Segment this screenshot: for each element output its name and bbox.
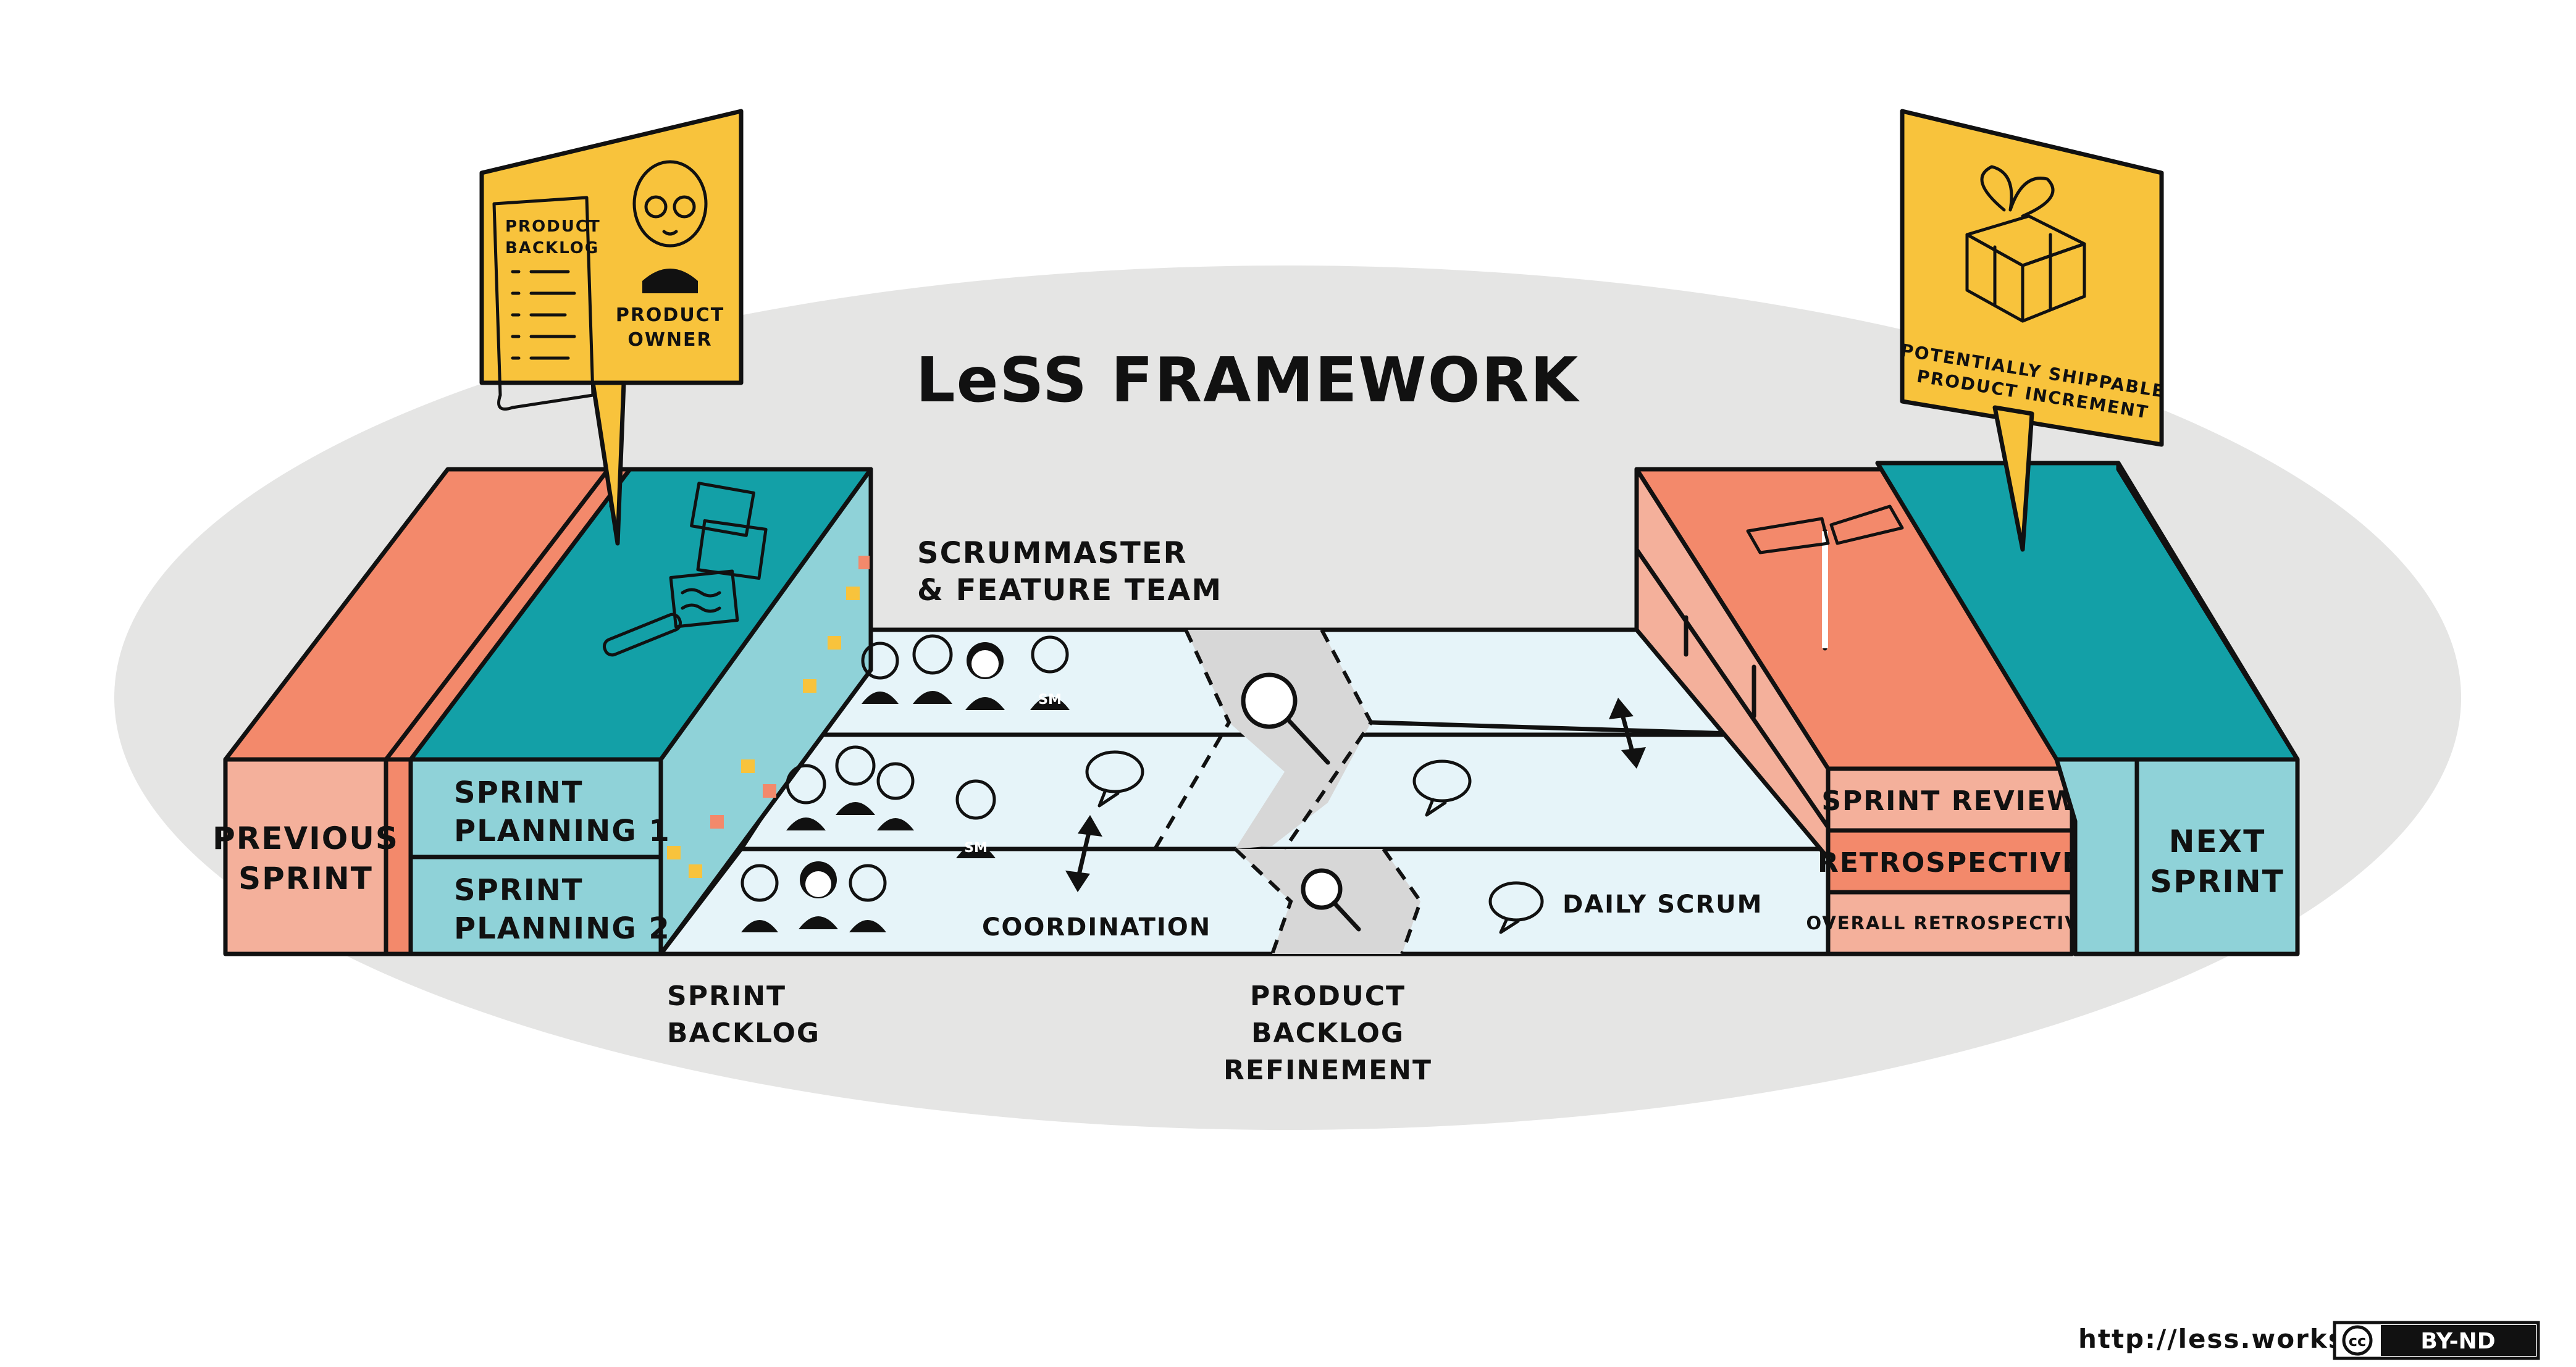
product-owner-sign: PRODUCT BACKLOG PRODUCT OWNER [479,109,744,546]
feature-team-1-icon: SM [861,634,1070,710]
scrummaster-team-label-1: SCRUMMASTER [917,536,1187,571]
magnifier-icon [1301,868,1361,932]
previous-sprint-label-2: SPRINT [238,861,373,897]
papers-and-pen-icon [602,482,768,657]
coordination-label: COORDINATION [982,913,1211,942]
next-sprint-label-1: NEXT [2169,824,2266,859]
sm-badge-1: SM [1038,692,1062,708]
product-backlog-doc-label-1: PRODUCT [505,217,601,236]
double-arrow-icon [1609,698,1646,769]
previous-sprint-label-1: PREVIOUS [212,821,399,856]
sm-badge-2: SM [964,840,988,856]
sticky-notes [667,556,870,878]
chat-bubble-icon [1412,759,1472,817]
chat-bubble-icon [1085,750,1144,808]
overall-retrospective-label: OVERALL RETROSPECTIVE [1806,913,2094,934]
sprint-backlog-label-1: SPRINT [667,980,786,1012]
feature-team-2-icon: SM [786,745,996,858]
retrospective-label: RETROSPECTIVE [1818,847,2082,879]
magnifier-icon [1241,672,1330,765]
next-sprint-block: NEXT SPRINT [1875,461,2300,956]
sprint-floor [658,627,1911,956]
feature-team-3-icon [740,861,887,932]
product-backlog-refinement-label-3: REFINEMENT [1223,1055,1432,1086]
signpost-icon [1746,504,1904,651]
license-badge[interactable]: cc BY-ND [2333,1321,2540,1360]
sprint-planning-1-label-1: SPRINT [454,775,583,810]
chat-bubble-icon [1488,881,1544,934]
product-owner-label-2: OWNER [627,329,712,351]
sprint-review-block: SPRINT REVIEW RETROSPECTIVE OVERALL RETR… [1634,467,2094,956]
product-backlog-refinement-label-1: PRODUCT [1250,980,1406,1012]
sprint-planning-2-label-2: PLANNING 2 [454,911,671,946]
product-owner-avatar-icon [632,160,708,293]
creative-commons-icon [2342,1325,2373,1356]
sprint-planning-1-label-2: PLANNING 1 [454,814,671,848]
sprint-backlog-label-2: BACKLOG [667,1018,820,1049]
scrummaster-team-label-2: & FEATURE TEAM [917,573,1222,608]
license-cc-text: cc [2349,1332,2366,1350]
product-owner-label-1: PRODUCT [616,304,724,326]
sprint-planning-block: SPRINT PLANNING 1 SPRINT PLANNING 2 [408,467,873,956]
page-title: LeSS FRAMEWORK [916,344,1580,416]
product-increment-sign: POTENTIALLY SHIPPABLE PRODUCT INCREMENT [1899,109,2167,552]
daily-scrum-label: DAILY SCRUM [1563,890,1763,919]
product-backlog-refinement-label-2: BACKLOG [1251,1018,1404,1049]
refinement-band-top [1186,630,1371,849]
next-sprint-label-2: SPRINT [2150,864,2284,900]
sprint-planning-2-label-1: SPRINT [454,873,583,908]
license-terms: BY-ND [2420,1329,2495,1354]
url-link[interactable]: http://less.works [2078,1324,2345,1354]
sprint-review-label: SPRINT REVIEW [1821,785,2078,817]
gift-box-icon [1965,165,2086,323]
double-arrow-icon [1065,815,1102,892]
product-backlog-document-icon: PRODUCT BACKLOG [492,196,601,411]
product-backlog-doc-label-2: BACKLOG [505,239,599,257]
